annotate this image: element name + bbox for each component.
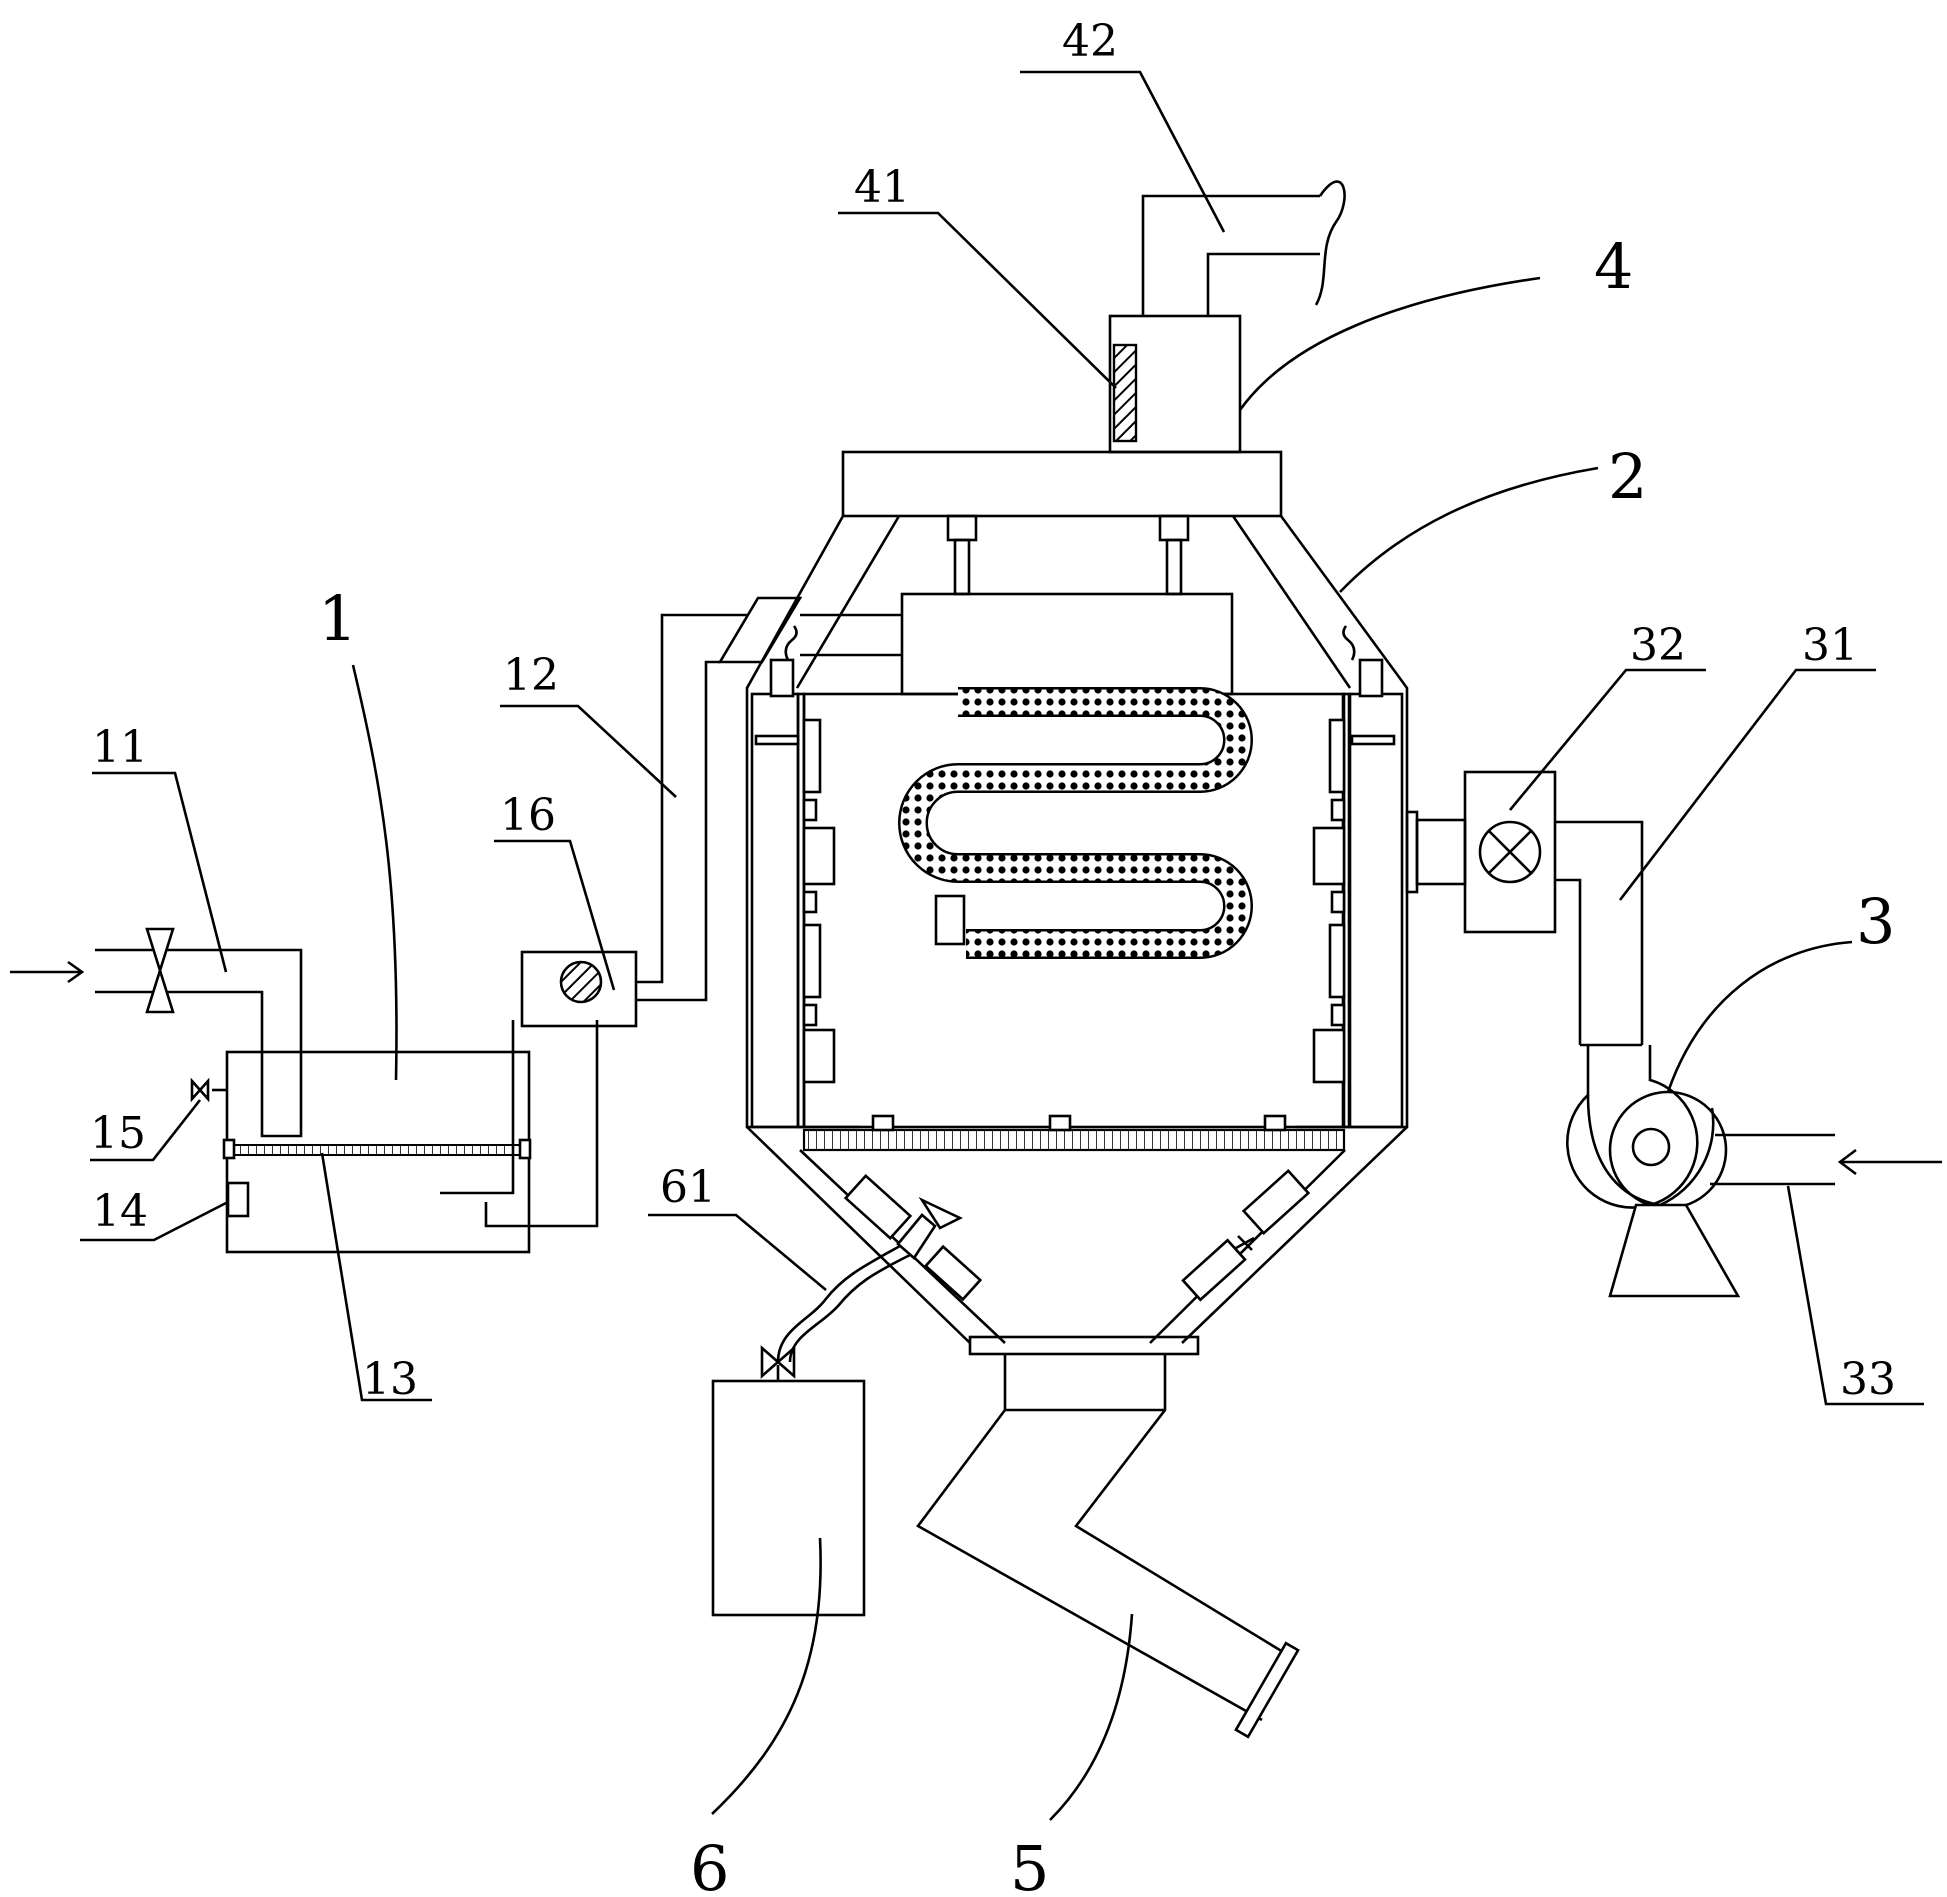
collection-tank-6	[711, 1196, 963, 1617]
heating-coil	[898, 514, 1253, 959]
label-11: 11	[92, 722, 148, 773]
label-6: 6	[690, 1832, 729, 1897]
label-5: 5	[1010, 1832, 1049, 1897]
label-32: 32	[1630, 620, 1686, 671]
label-14: 14	[92, 1186, 148, 1237]
inlet-pipe-11	[10, 927, 303, 1138]
label-61: 61	[660, 1162, 716, 1213]
label-41: 41	[854, 162, 910, 213]
discharge-chute-5	[916, 1354, 1300, 1739]
label-33: 33	[1840, 1354, 1896, 1405]
label-15: 15	[90, 1108, 146, 1159]
leader-lines	[80, 70, 1924, 1821]
reference-labels: 1 2 3 4 5 6 11 12 13 14 15 16 31 32 33 4…	[90, 16, 1896, 1897]
supply-pipe-12	[636, 596, 902, 1002]
drying-tower-2	[745, 450, 1409, 1356]
blower-fan-3	[1405, 770, 1942, 1298]
label-16: 16	[500, 790, 556, 841]
water-pump-16	[520, 950, 638, 1028]
label-2: 2	[1608, 440, 1647, 513]
label-12: 12	[503, 650, 559, 701]
water-tank-1	[222, 1020, 599, 1254]
drain-valve-15	[190, 1077, 227, 1103]
label-1: 1	[318, 582, 357, 655]
label-13: 13	[362, 1354, 418, 1405]
label-31: 31	[1802, 620, 1858, 671]
exhaust-unit-4	[1108, 180, 1346, 454]
label-42: 42	[1062, 16, 1118, 67]
label-3: 3	[1856, 885, 1895, 958]
label-4: 4	[1594, 230, 1633, 303]
